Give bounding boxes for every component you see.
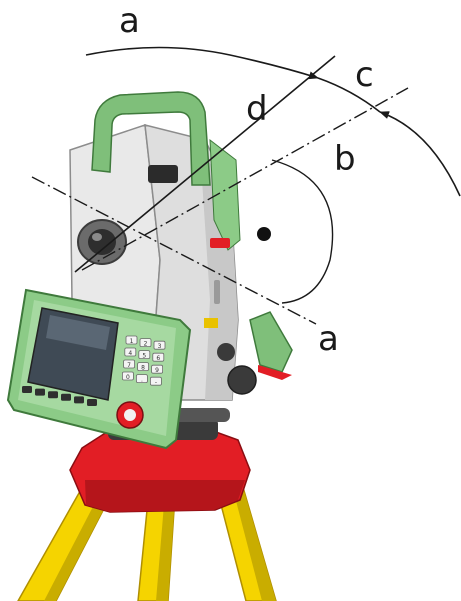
keypad-key-label: 7 xyxy=(127,362,131,369)
keypad-key-label: 9 xyxy=(155,367,159,374)
keypad-key-label: 8 xyxy=(141,365,145,372)
vertical-drive-knob xyxy=(217,343,235,361)
axis-point-marker xyxy=(257,227,271,241)
brand-logo xyxy=(210,238,230,248)
keypad-key-label: - xyxy=(155,379,157,386)
warning-label xyxy=(204,318,218,328)
arc-a-upper xyxy=(86,48,318,79)
keypad-key-label: 2 xyxy=(144,341,148,348)
function-key xyxy=(35,389,45,396)
label-c: c xyxy=(355,55,374,95)
horizontal-drive-knob xyxy=(228,366,256,394)
keypad-key-label: 5 xyxy=(142,353,146,360)
keypad-key-label: 1 xyxy=(130,338,134,345)
label-a-bottom: a xyxy=(318,319,339,359)
label-a-top: a xyxy=(119,1,140,41)
function-key xyxy=(74,396,84,403)
keypad-key-label: 4 xyxy=(128,350,132,357)
navigation-ok-button xyxy=(124,409,136,421)
telescope-lens-highlight xyxy=(92,233,102,241)
label-b: b xyxy=(334,139,356,179)
keypad-key-label: 3 xyxy=(158,343,162,350)
handle-grip xyxy=(148,165,178,183)
function-key xyxy=(87,399,97,406)
function-key xyxy=(61,394,71,401)
arc-c-right xyxy=(380,112,460,196)
keypad-key-label: 0 xyxy=(126,374,130,381)
function-key xyxy=(48,391,58,398)
function-key xyxy=(22,386,32,393)
keypad-key-label: . xyxy=(141,377,143,384)
keypad-key-label: 6 xyxy=(156,355,160,362)
side-unit-green xyxy=(250,312,292,372)
angle-arc xyxy=(272,160,333,303)
body-slot xyxy=(214,280,220,304)
label-d: d xyxy=(246,89,268,129)
